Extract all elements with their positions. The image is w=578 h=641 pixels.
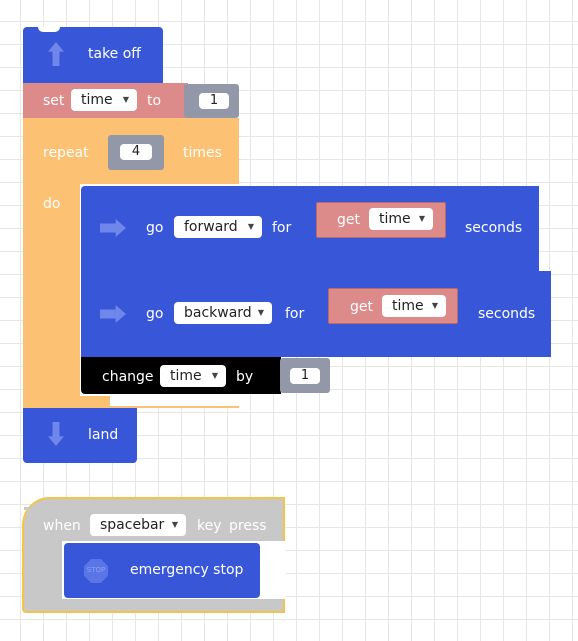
key-dropdown[interactable]: spacebar ▼ xyxy=(90,514,186,536)
chevron-down-icon: ▼ xyxy=(247,222,254,231)
chevron-down-icon: ▼ xyxy=(418,214,425,223)
arrow-right-icon xyxy=(100,305,126,323)
by-label: by xyxy=(236,369,254,385)
stop-icon-text: STOP xyxy=(86,566,106,574)
take-off-notch xyxy=(38,27,60,32)
to-label: to xyxy=(147,93,162,109)
emergency-stop-label: emergency stop xyxy=(130,562,244,578)
land-block[interactable] xyxy=(23,408,137,463)
go-backward-for-label: for xyxy=(285,306,305,322)
set-variable-value: time xyxy=(81,92,113,108)
go-forward-for-label: for xyxy=(272,220,292,236)
get-variable-dropdown-backward[interactable]: time ▼ xyxy=(382,295,446,317)
repeat-bottom-arm xyxy=(23,396,110,408)
key-label: key xyxy=(197,518,222,534)
do-label: do xyxy=(43,196,61,212)
times-label: times xyxy=(183,145,222,161)
set-value-input[interactable]: 1 xyxy=(199,93,229,109)
get-label-forward: get xyxy=(337,212,360,228)
land-label: land xyxy=(88,427,119,443)
when-label: when xyxy=(43,518,81,534)
arrow-right-icon xyxy=(100,219,126,237)
forward-direction-dropdown[interactable]: forward ▼ xyxy=(174,216,262,238)
go-backward-block[interactable] xyxy=(81,271,551,357)
chevron-down-icon: ▼ xyxy=(171,520,178,529)
change-value-input[interactable]: 1 xyxy=(290,368,320,384)
go-backward-go-label: go xyxy=(146,306,164,322)
change-variable-dropdown[interactable]: time ▼ xyxy=(160,365,226,387)
go-forward-seconds-label: seconds xyxy=(465,220,523,236)
set-variable-dropdown[interactable]: time ▼ xyxy=(71,89,137,111)
take-off-block[interactable] xyxy=(23,27,163,83)
stop-icon: STOP xyxy=(84,559,108,583)
change-label: change xyxy=(102,369,154,385)
take-off-label: take off xyxy=(88,46,141,62)
change-variable-value: time xyxy=(170,368,202,384)
chevron-down-icon: ▼ xyxy=(257,308,264,317)
press-label: press xyxy=(229,518,267,534)
get-variable-value-backward: time xyxy=(392,298,424,314)
chevron-down-icon: ▼ xyxy=(122,95,129,104)
get-variable-dropdown-forward[interactable]: time ▼ xyxy=(369,208,433,230)
repeat-count-input[interactable]: 4 xyxy=(120,144,152,160)
set-label: set xyxy=(43,93,65,109)
forward-direction-value: forward xyxy=(184,219,238,235)
when-block-hat-cover xyxy=(24,507,124,510)
chevron-down-icon: ▼ xyxy=(431,301,438,310)
backward-direction-dropdown[interactable]: backward ▼ xyxy=(174,302,272,324)
go-forward-go-label: go xyxy=(146,220,164,236)
go-forward-block[interactable] xyxy=(81,186,539,271)
chevron-down-icon: ▼ xyxy=(211,371,218,380)
repeat-label: repeat xyxy=(43,145,89,161)
get-label-backward: get xyxy=(350,299,373,315)
get-variable-value-forward: time xyxy=(379,211,411,227)
go-backward-seconds-label: seconds xyxy=(478,306,536,322)
key-dropdown-value: spacebar xyxy=(100,517,165,533)
backward-direction-value: backward xyxy=(184,305,252,321)
